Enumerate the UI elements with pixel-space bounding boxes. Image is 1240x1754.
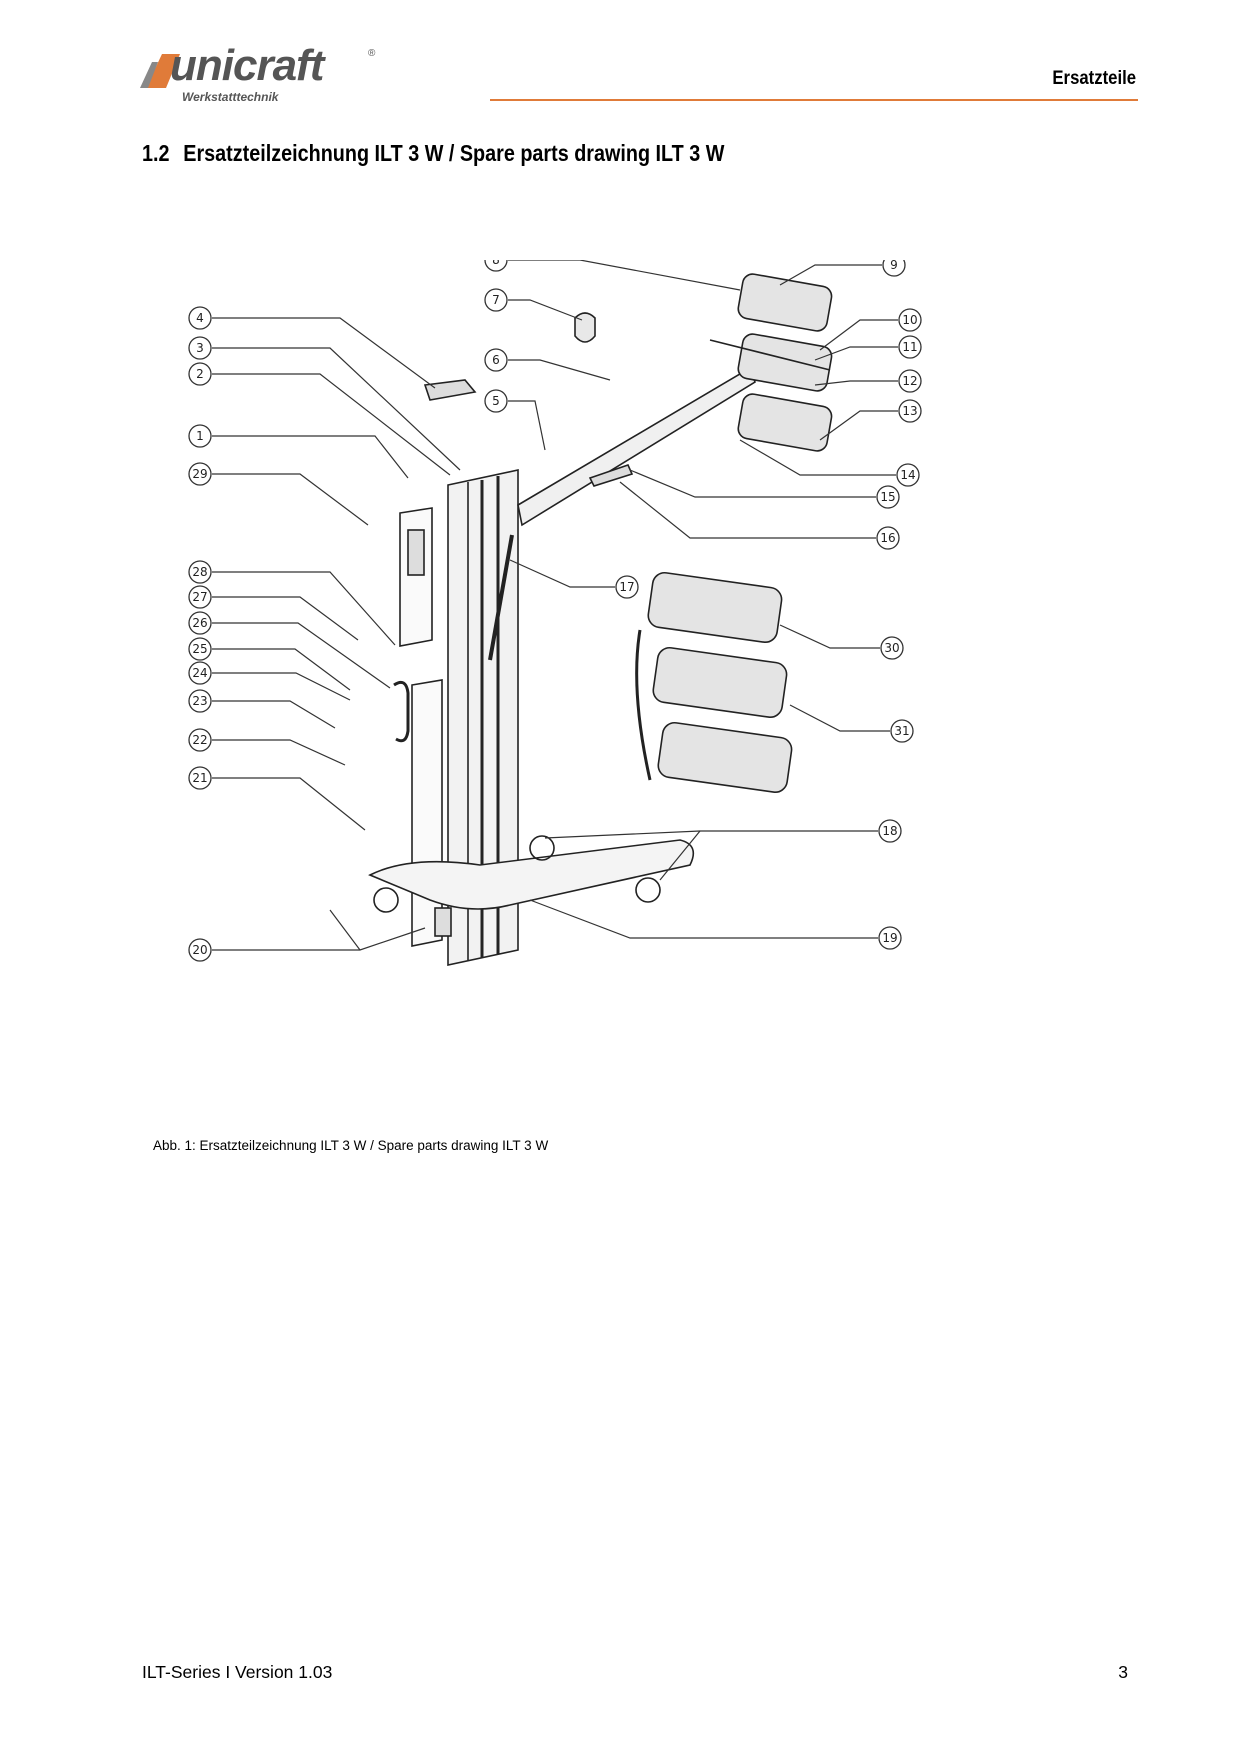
svg-text:18: 18: [882, 824, 897, 838]
svg-text:9: 9: [890, 260, 898, 272]
svg-text:5: 5: [492, 394, 500, 408]
callout-19: 19: [878, 926, 902, 950]
logo-wordmark: unicraft: [170, 41, 324, 90]
svg-text:30: 30: [884, 641, 899, 655]
page-number: 3: [1118, 1662, 1128, 1682]
callout-17: 17: [615, 575, 639, 599]
callout-4: 4: [188, 306, 212, 330]
svg-text:8: 8: [492, 260, 500, 267]
top-cap: [423, 379, 477, 401]
caster-right: [635, 877, 661, 903]
callout-9: 9: [882, 260, 906, 277]
callout-24: 24: [188, 661, 212, 685]
callout-27: 27: [188, 585, 212, 609]
callout-21: 21: [188, 766, 212, 790]
spare-parts-drawing: 1 2 3 4 5 6 7 8 9 10 11 12 13 14 15 16 1…: [188, 260, 922, 966]
caster-rear: [529, 835, 555, 861]
svg-text:27: 27: [192, 590, 207, 604]
callout-28: 28: [188, 560, 212, 584]
svg-text:25: 25: [192, 642, 207, 656]
svg-text:20: 20: [192, 943, 207, 957]
svg-text:28: 28: [192, 565, 207, 579]
callout-11: 11: [898, 335, 922, 359]
callout-7: 7: [484, 288, 508, 312]
svg-text:6: 6: [492, 353, 500, 367]
footer-version: ILT-Series I Version 1.03: [142, 1662, 333, 1682]
callout-29: 29: [188, 462, 212, 486]
svg-text:29: 29: [192, 467, 207, 481]
svg-text:7: 7: [492, 293, 500, 307]
logo-subtitle: Werkstatttechnik: [182, 90, 279, 104]
header-rule: [490, 99, 1138, 101]
callout-26: 26: [188, 611, 212, 635]
leader-lines: [212, 260, 898, 951]
svg-text:10: 10: [902, 313, 917, 327]
svg-text:15: 15: [880, 490, 895, 504]
callout-2: 2: [188, 362, 212, 386]
svg-text:4: 4: [196, 311, 204, 325]
svg-text:22: 22: [192, 733, 207, 747]
handle: [393, 680, 410, 743]
callout-22: 22: [188, 728, 212, 752]
base-frame: [368, 839, 695, 910]
arm: [517, 366, 756, 527]
svg-text:1: 1: [196, 429, 204, 443]
callout-15: 15: [876, 485, 900, 509]
logo-registered: ®: [368, 48, 376, 59]
callout-30: 30: [880, 636, 904, 660]
callout-13: 13: [898, 399, 922, 423]
svg-text:19: 19: [882, 931, 897, 945]
part-16: [588, 464, 634, 487]
section-title-text: Ersatzteilzeichnung ILT 3 W / Spare part…: [183, 140, 725, 166]
cover-plate: [411, 679, 443, 947]
control-panel: [399, 507, 433, 647]
callout-16: 16: [876, 526, 900, 550]
callout-25: 25: [188, 637, 212, 661]
callout-8: 8: [484, 260, 508, 272]
lamp-head-exploded: [709, 273, 833, 452]
callout-18: 18: [878, 819, 902, 843]
callout-3: 3: [188, 336, 212, 360]
svg-text:13: 13: [902, 404, 917, 418]
svg-text:24: 24: [192, 666, 207, 680]
figure-caption: Abb. 1: Ersatzteilzeichnung ILT 3 W / Sp…: [153, 1138, 549, 1153]
svg-text:3: 3: [196, 341, 204, 355]
svg-text:12: 12: [902, 374, 917, 388]
svg-text:31: 31: [894, 724, 909, 738]
lamp-head-assembled: [635, 571, 793, 794]
header-section-label: Ersatzteile: [1052, 68, 1136, 89]
callout-20: 20: [188, 938, 212, 962]
callout-14: 14: [896, 463, 920, 487]
svg-text:2: 2: [196, 367, 204, 381]
svg-text:23: 23: [192, 694, 207, 708]
callout-12: 12: [898, 369, 922, 393]
gas-spring: [488, 534, 514, 661]
svg-text:14: 14: [900, 468, 915, 482]
joint-bracket: [574, 312, 596, 343]
callout-1: 1: [188, 424, 212, 448]
callout-6: 6: [484, 348, 508, 372]
caster-left: [373, 887, 399, 913]
svg-text:21: 21: [192, 771, 207, 785]
callout-23: 23: [188, 689, 212, 713]
svg-text:26: 26: [192, 616, 207, 630]
callout-31: 31: [890, 719, 914, 743]
svg-text:11: 11: [902, 340, 917, 354]
logo-mark-icon: [140, 54, 180, 88]
section-title: 1.2 Ersatzteilzeichnung ILT 3 W / Spare p…: [142, 140, 724, 167]
base-foot: [434, 907, 452, 937]
callout-5: 5: [484, 389, 508, 413]
svg-text:17: 17: [619, 580, 634, 594]
callouts: 1 2 3 4 5 6 7 8 9 10 11 12 13 14 15 16 1…: [188, 260, 922, 962]
callout-10: 10: [898, 308, 922, 332]
company-logo: unicraft ® Werkstatttechnik: [140, 44, 380, 104]
section-number: 1.2: [142, 140, 170, 166]
svg-text:16: 16: [880, 531, 895, 545]
